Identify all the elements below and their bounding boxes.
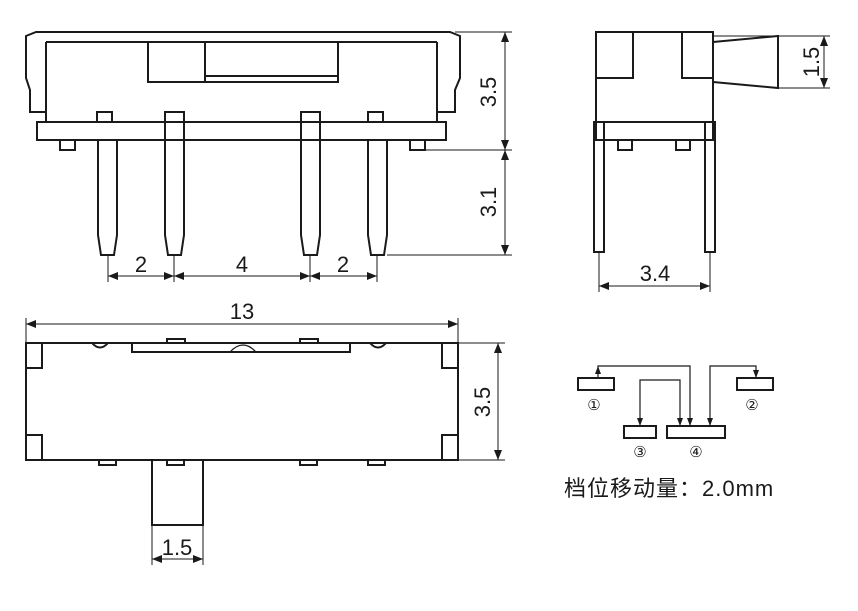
pin-label-3: ③ [633,444,646,461]
dim-actuator-width: 1.5 [162,535,193,560]
dim-pitch-right: 2 [337,252,349,277]
top-view: 13 3.5 1.5 [25,299,505,565]
dim-side-width: 3.4 [640,261,671,286]
pin-schematic: ① ② ③ ④ 档位移动量：2.0mm [564,365,774,501]
dim-pitch-middle: 4 [236,252,248,277]
pin-label-1: ① [587,397,600,414]
dim-top-length: 13 [230,299,254,324]
pin-label-2: ② [745,397,758,414]
front-pins [97,111,388,256]
dim-pitch-left: 2 [135,252,147,277]
dim-front-body-height: 3.5 [476,77,501,108]
pad-2 [736,377,774,391]
dim-top-height: 3.5 [470,387,495,418]
front-view: 3.5 3.1 2 4 2 [25,31,512,282]
pad-1 [577,377,615,391]
dim-front-pin-length: 3.1 [476,187,501,218]
pad-4 [666,425,726,439]
side-view: 1.5 3.4 [593,31,830,292]
pad-3 [623,425,657,439]
pin-label-4: ④ [689,444,702,461]
travel-caption: 档位移动量：2.0mm [564,476,774,501]
dim-side-actuator-height: 1.5 [799,47,824,78]
